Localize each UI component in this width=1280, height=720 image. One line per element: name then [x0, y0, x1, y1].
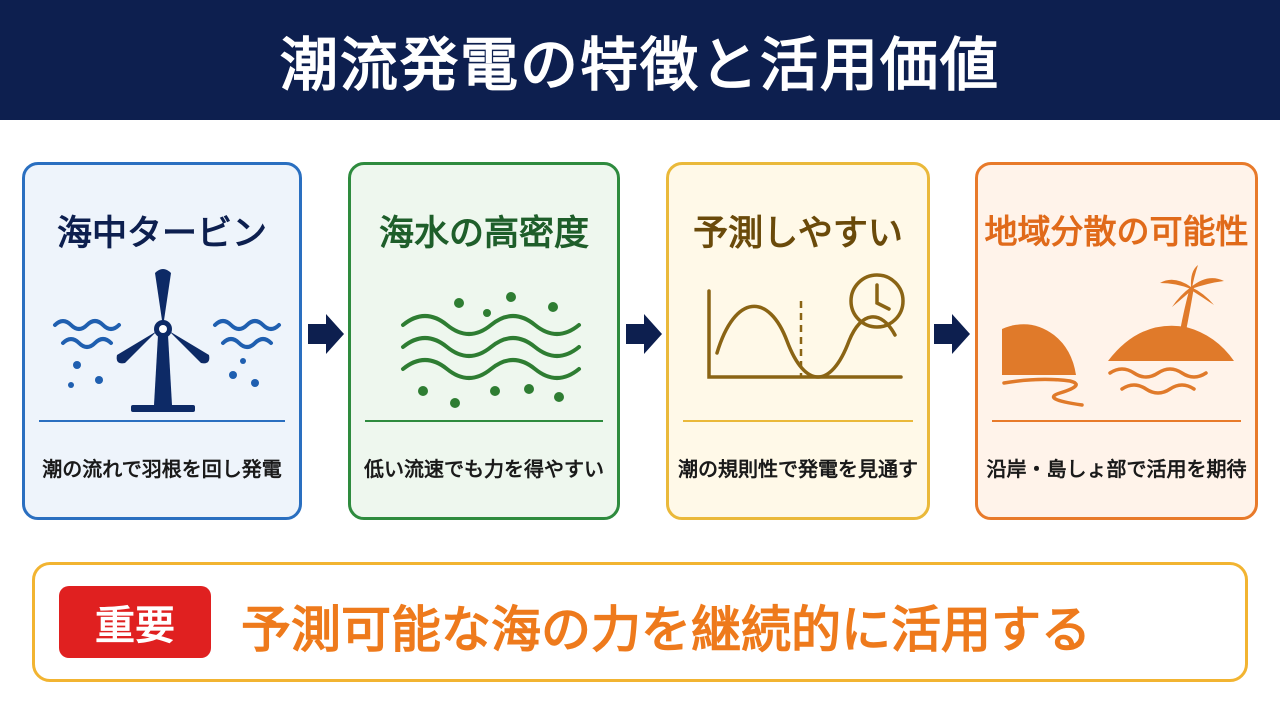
card-caption: 潮の流れで羽根を回し発電 [42, 457, 282, 481]
key-message-banner: 重要 予測可能な海の力を継続的に活用する [32, 562, 1248, 682]
arrow-right-icon [306, 312, 346, 360]
card-divider [683, 420, 913, 422]
key-message: 予測可能な海の力を継続的に活用する [241, 601, 1091, 659]
island-coast-icon [1002, 265, 1234, 407]
card-title: 海水の高密度 [378, 214, 589, 254]
card-seawater-density: 海水の高密度 低い流速でも力を得やすい [348, 162, 620, 520]
seawater-waves-icon [401, 292, 581, 408]
card-title: 地域分散の可能性 [984, 212, 1249, 251]
title-bar: 潮流発電の特徴と活用価値 [0, 0, 1280, 120]
arrow-right-icon [624, 312, 664, 360]
card-predictable: 予測しやすい 潮の規則性で発電を見通す [666, 162, 930, 520]
tidal-turbine-icon [53, 269, 281, 412]
page-title: 潮流発電の特徴と活用価値 [279, 31, 1000, 99]
card-caption: 沿岸・島しょ部で活用を期待 [986, 457, 1247, 481]
arrow-right-icon [932, 312, 972, 360]
card-caption: 潮の規則性で発電を見通す [678, 457, 918, 481]
card-undersea-turbine: 海中タービン 潮の流れで羽根を回し発電 [22, 162, 302, 520]
card-divider [992, 420, 1241, 422]
card-caption: 低い流速でも力を得やすい [364, 457, 604, 481]
important-badge: 重要 [59, 586, 211, 658]
card-divider [365, 420, 603, 422]
tide-wave-clock-icon [707, 273, 905, 379]
card-divider [39, 420, 285, 422]
card-title: 海中タービン [56, 214, 267, 254]
card-regional-distribution: 地域分散の可能性 沿岸・島しょ部で活用を期待 [975, 162, 1258, 520]
card-title: 予測しやすい [693, 214, 903, 254]
